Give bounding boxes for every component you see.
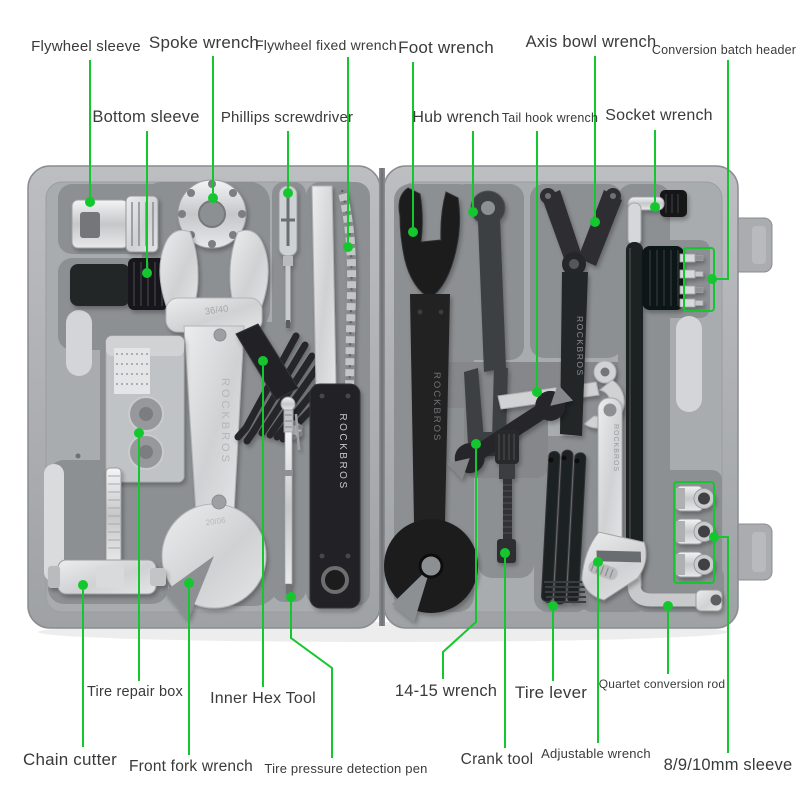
label-front-fork-wrench: Front fork wrench: [129, 758, 253, 775]
label-bottom-sleeve: Bottom sleeve: [92, 108, 200, 126]
label-tail-hook-wrench: Tail hook wrench: [501, 111, 599, 125]
conversion-batch-header-tool: [642, 246, 704, 310]
brand-stamp-foot-wrench: ROCKBROS: [431, 372, 442, 442]
highlight-box-conversion-bits: [683, 247, 715, 312]
bottom-sleeve-tool: [70, 258, 168, 310]
phillips-screwdriver-tool: [278, 185, 298, 328]
brand-stamp-front-fork: ROCKBROS: [219, 378, 231, 465]
tire-levers-tool: [541, 449, 587, 605]
label-socket-wrench: Socket wrench: [605, 107, 713, 124]
label-14-15-wrench: 14-15 wrench: [394, 682, 498, 700]
label-tire-repair-box: Tire repair box: [87, 684, 183, 700]
label-crank-tool: Crank tool: [460, 751, 534, 768]
wrench-size-stamp: 36/40: [204, 303, 229, 317]
highlight-box-sleeves: [673, 481, 715, 584]
label-quartet-conversion-rod: Quartet conversion rod: [598, 677, 726, 691]
case-hinge-seam: [379, 168, 385, 626]
crank-tool-tool: [495, 430, 519, 563]
label-tire-pressure-detection-pen: Tire pressure detection pen: [264, 761, 428, 776]
label-foot-wrench: Foot wrench: [398, 38, 494, 57]
chain-cutter-tool: [48, 467, 166, 595]
foot-wrench-tool: ROCKBROS: [384, 187, 478, 622]
label-hub-wrench: Hub wrench: [412, 109, 500, 126]
tire-repair-box-tool: [105, 335, 185, 483]
label-spoke-wrench: Spoke wrench: [148, 33, 260, 52]
label-phillips-screwdriver: Phillips screwdriver: [220, 109, 354, 126]
label-adjustable-wrench: Adjustable wrench: [541, 746, 651, 761]
wrench-size-stamp-bottom: 20/06: [205, 516, 227, 528]
brand-stamp-chain-whip: ROCKBROS: [337, 413, 348, 490]
tray-slots: [44, 310, 702, 582]
brand-stamp-axis-bowl: ROCKBROS: [575, 316, 585, 377]
label-conversion-batch-header: Conversion batch header: [651, 43, 797, 57]
label-inner-hex-tool: Inner Hex Tool: [210, 690, 316, 707]
tire-pressure-pen-tool: [280, 396, 301, 594]
label-tire-lever: Tire lever: [514, 683, 588, 702]
leader-lines: [78, 56, 729, 758]
label-chain-cutter: Chain cutter: [22, 750, 118, 769]
label-flywheel-sleeve: Flywheel sleeve: [31, 38, 141, 55]
brand-stamp-adjustable: ROCKBROS: [612, 424, 619, 472]
case-latch-bottom: [731, 523, 773, 581]
label-axis-bowl-wrench: Axis bowl wrench: [525, 33, 657, 51]
case-latch-top: [731, 217, 773, 273]
sleeves-8-9-10-tool: [675, 485, 715, 578]
flywheel-sleeve-tool: [71, 195, 159, 253]
flywheel-fixed-wrench-tool: ROCKBROS: [309, 185, 361, 609]
14-15-wrench-tool: [446, 384, 574, 480]
spoke-wrench-tool: [177, 179, 247, 249]
label-8-9-10mm-sleeve: 8/9/10mm sleeve: [663, 756, 793, 774]
label-flywheel-fixed-wrench: Flywheel fixed wrench: [255, 37, 397, 53]
